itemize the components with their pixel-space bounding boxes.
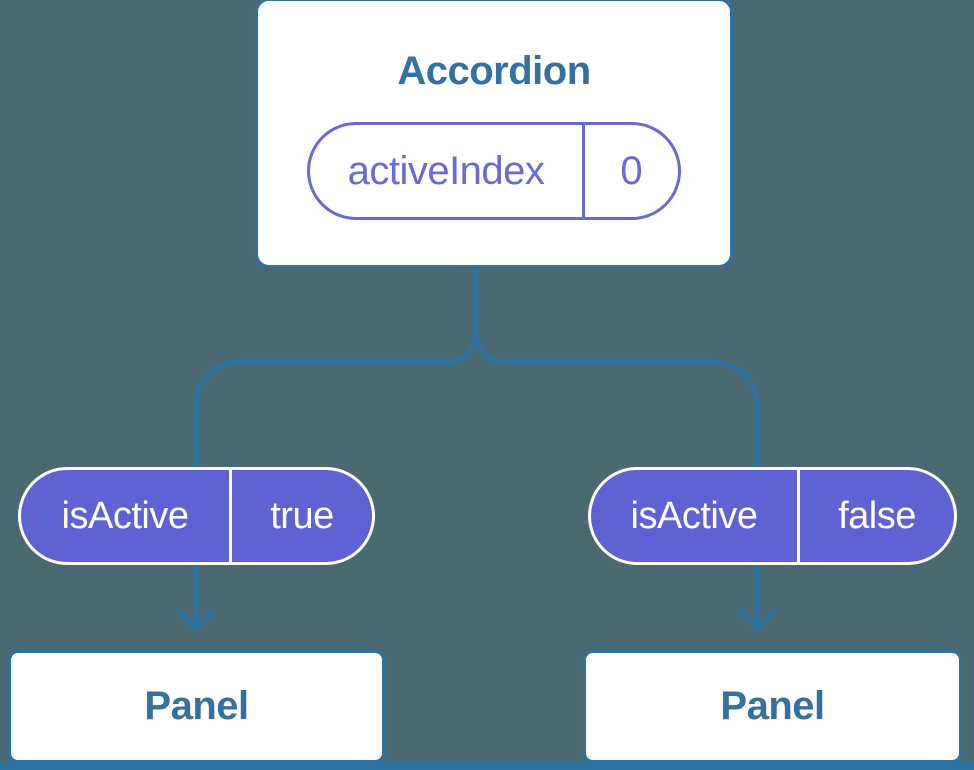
prop-pill-divider bbox=[797, 470, 800, 562]
prop-value: false bbox=[838, 494, 916, 537]
state-pill-divider bbox=[582, 125, 585, 217]
component-title: Panel bbox=[144, 684, 249, 728]
left-branch-line bbox=[193, 327, 479, 631]
prop-pill-isactive-false: isActive false bbox=[588, 467, 957, 565]
prop-value: true bbox=[270, 494, 334, 537]
panel-component-node-left: Panel bbox=[8, 650, 385, 763]
state-name: activeIndex bbox=[347, 148, 545, 193]
prop-name: isActive bbox=[61, 494, 189, 537]
bottom-frame-edge bbox=[0, 762, 974, 770]
component-title: Accordion bbox=[397, 49, 591, 93]
accordion-component-node: Accordion activeIndex 0 bbox=[255, 0, 733, 268]
state-value: 0 bbox=[620, 148, 643, 193]
left-arrowhead-icon bbox=[176, 608, 216, 632]
state-pill: activeIndex 0 bbox=[307, 122, 681, 220]
panel-component-node-right: Panel bbox=[583, 650, 962, 763]
right-arrowhead-icon bbox=[737, 608, 777, 632]
prop-pill-divider bbox=[229, 470, 232, 562]
right-branch-line bbox=[473, 327, 760, 631]
prop-name: isActive bbox=[630, 494, 758, 537]
component-title: Panel bbox=[720, 684, 825, 728]
prop-pill-isactive-true: isActive true bbox=[18, 467, 375, 565]
